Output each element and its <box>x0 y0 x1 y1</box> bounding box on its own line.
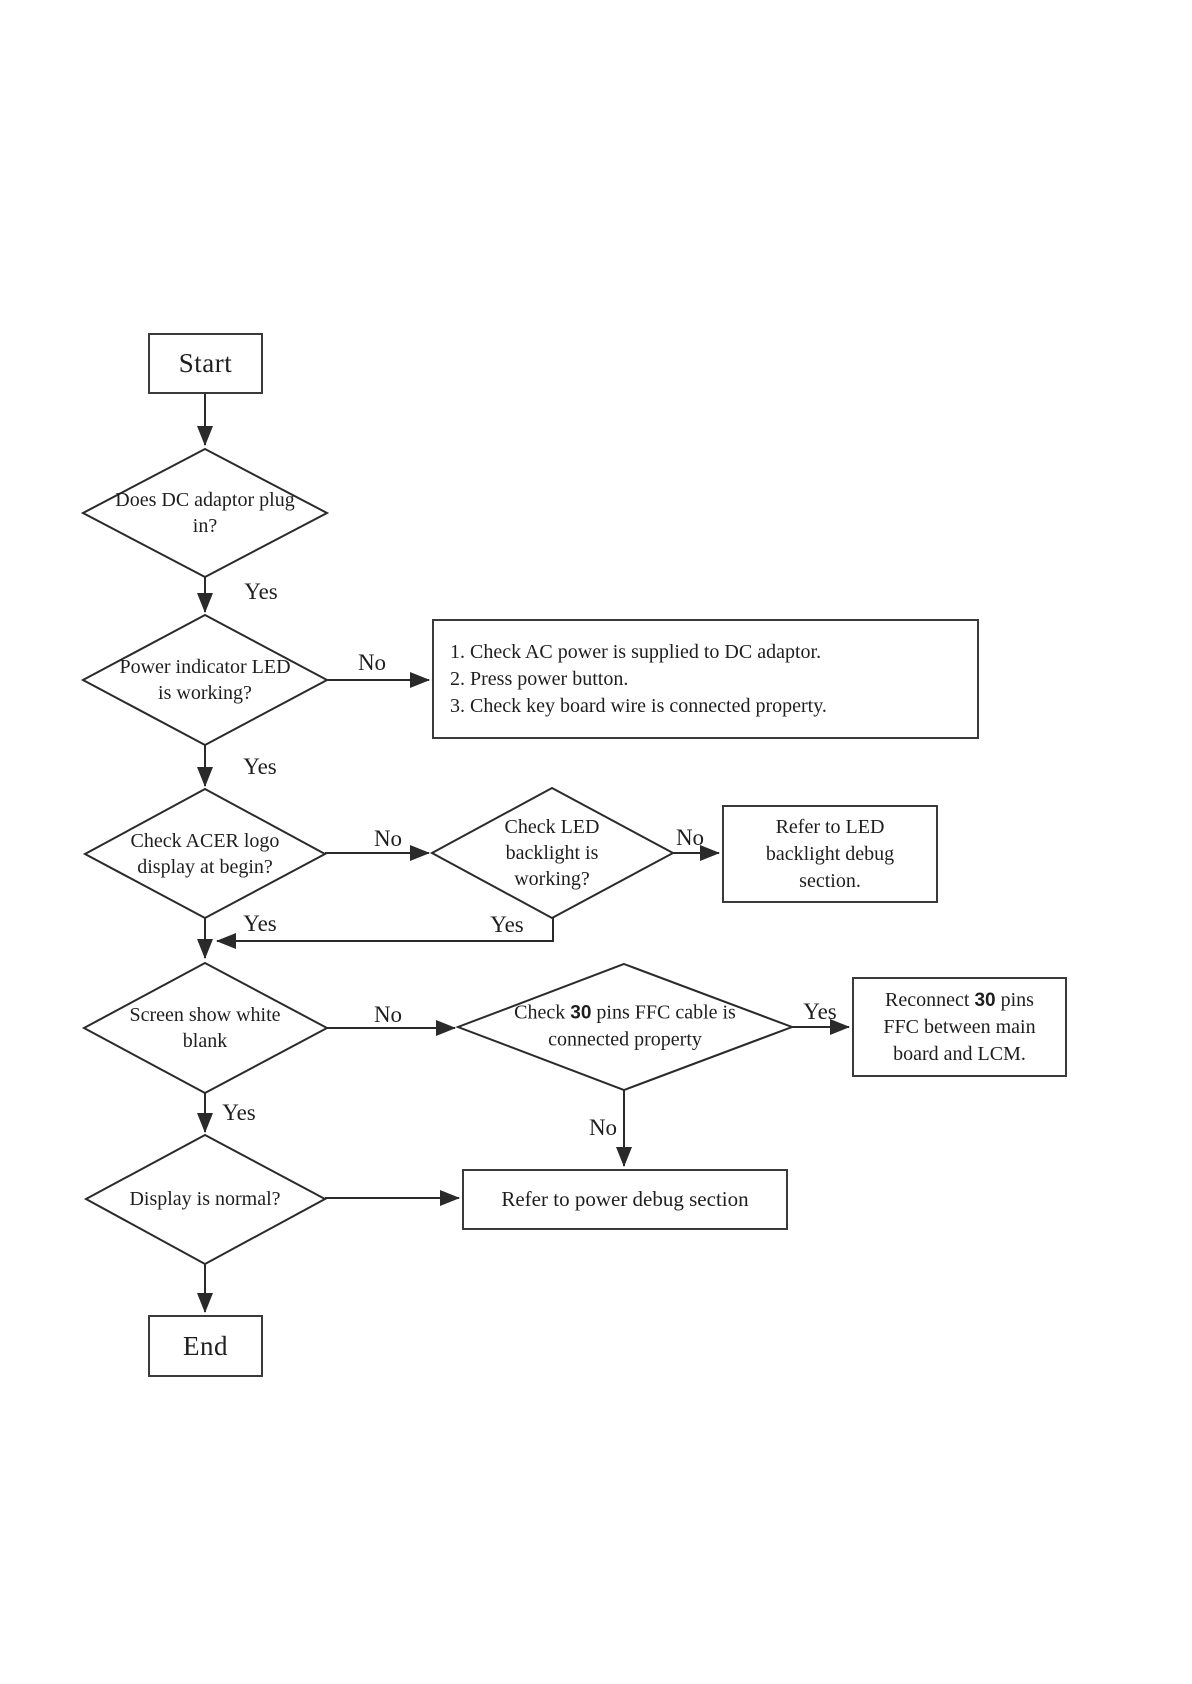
start-node: Start <box>148 333 263 394</box>
ac-power-steps-text: 1. Check AC power is supplied to DC adap… <box>450 639 827 720</box>
ac-power-steps-box: 1. Check AC power is supplied to DC adap… <box>432 619 979 739</box>
end-node: End <box>148 1315 263 1377</box>
reconnect-ffc-label: Reconnect 30 pins FFC between main board… <box>867 987 1053 1068</box>
ffc-cable-suffix: pins FFC cable is connected property <box>548 1001 736 1051</box>
decision-led-backlight <box>429 786 676 920</box>
power-led-label: Power indicator LED is working? <box>119 656 291 704</box>
led-backlight-debug-box: Refer to LED backlight debug section. <box>722 805 938 903</box>
adaptor-yes-label: Yes <box>244 579 278 604</box>
end-label: End <box>183 1330 228 1361</box>
step-line-2: 2. Press power button. <box>450 667 629 690</box>
power-led-no-label: No <box>357 650 387 675</box>
screen-white-no-label: No <box>373 1002 403 1027</box>
led-backlight-label: Check LED backlight is working? <box>504 816 600 890</box>
display-normal-label: Display is normal? <box>129 1188 281 1210</box>
decision-display-normal <box>83 1133 328 1266</box>
decision-screen-white <box>81 961 330 1095</box>
led-backlight-no-label: No <box>675 825 705 850</box>
ffc-cable-label: Check 30 pins FFC cable is connected pro… <box>492 1000 758 1053</box>
ffc-cable-prefix: Check <box>514 1001 571 1024</box>
acer-logo-no-label: No <box>373 826 403 851</box>
screen-white-yes-label: Yes <box>222 1100 256 1125</box>
decision-ffc-cable <box>455 962 795 1092</box>
decision-dc-adaptor <box>80 447 330 579</box>
ffc-cable-pin-count: 30 <box>570 1002 592 1024</box>
decision-power-led <box>80 613 330 747</box>
edge-backlight-yes-return <box>216 918 554 949</box>
reconnect-ffc-suffix: pins FFC between main board and LCM. <box>883 988 1036 1065</box>
reconnect-ffc-prefix: Reconnect <box>885 988 975 1011</box>
led-backlight-debug-label: Refer to LED backlight debug section. <box>765 815 895 892</box>
reconnect-ffc-pin-count: 30 <box>974 989 996 1011</box>
screen-white-label: Screen show white blank <box>129 1004 281 1052</box>
acer-logo-yes-label: Yes <box>243 911 277 936</box>
start-label: Start <box>178 348 233 378</box>
power-led-yes-label: Yes <box>243 754 277 779</box>
acer-logo-label: Check ACER logo display at begin? <box>130 830 280 878</box>
ffc-cable-yes-label: Yes <box>803 999 837 1024</box>
dc-adaptor-label: Does DC adaptor plug in? <box>115 489 295 537</box>
decision-acer-logo <box>82 787 328 920</box>
led-backlight-yes-label: Yes <box>490 912 524 937</box>
step-line-3: 3. Check key board wire is connected pro… <box>450 694 827 717</box>
step-line-1: 1. Check AC power is supplied to DC adap… <box>450 640 822 663</box>
power-debug-box: Refer to power debug section <box>462 1169 788 1230</box>
power-debug-label: Refer to power debug section <box>501 1187 749 1211</box>
reconnect-ffc-box: Reconnect 30 pins FFC between main board… <box>852 977 1067 1077</box>
ffc-cable-no-label: No <box>588 1115 618 1140</box>
